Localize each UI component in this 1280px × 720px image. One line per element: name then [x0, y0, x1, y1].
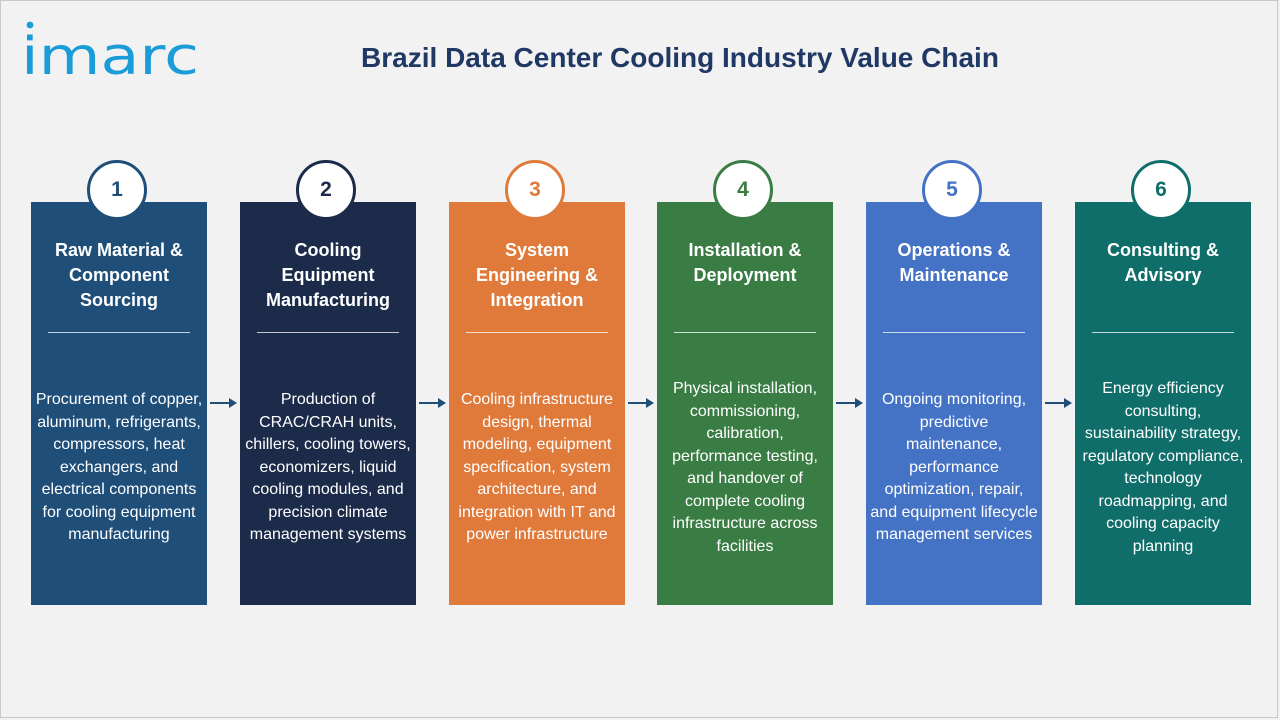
stage-divider	[674, 332, 816, 333]
stage-description-text: Ongoing monitoring, predictive maintenan…	[870, 391, 1038, 544]
stage-number-badge: 5	[922, 160, 982, 220]
stage-description-text: Energy efficiency consulting, sustainabi…	[1082, 380, 1244, 555]
stage-title: Consulting & Advisory	[1107, 240, 1219, 285]
stage-divider	[48, 332, 190, 333]
imarc-logo: imarc	[20, 18, 200, 80]
stage-description: Cooling infrastructure design, thermal m…	[453, 345, 621, 591]
stage-description-text: Production of CRAC/CRAH units, chillers,…	[245, 391, 411, 544]
flow-arrow-icon	[419, 397, 446, 409]
stage-description: Procurement of copper, aluminum, refrige…	[35, 345, 203, 591]
stage-divider	[466, 332, 608, 333]
stage-description-text: Physical installation, commissioning, ca…	[672, 380, 818, 555]
stage-divider	[257, 332, 399, 333]
stage-description: Production of CRAC/CRAH units, chillers,…	[244, 345, 412, 591]
logo-text: imarc	[21, 27, 199, 80]
stage-title: System Engineering & Integration	[475, 240, 598, 310]
stage-description: Physical installation, commissioning, ca…	[661, 345, 829, 591]
stage-description-text: Cooling infrastructure design, thermal m…	[458, 391, 616, 544]
flow-arrow-icon	[210, 397, 237, 409]
flow-arrow-icon	[1045, 397, 1072, 409]
stage-number-badge: 6	[1131, 160, 1191, 220]
flow-arrow-icon	[836, 397, 863, 409]
stage-description: Energy efficiency consulting, sustainabi…	[1079, 345, 1247, 591]
stage-description: Ongoing monitoring, predictive maintenan…	[870, 345, 1038, 591]
stage-title: Installation & Deployment	[688, 240, 802, 285]
page-title: Brazil Data Center Cooling Industry Valu…	[361, 42, 999, 73]
stage-number-badge: 2	[296, 160, 356, 220]
stage-description-text: Procurement of copper, aluminum, refrige…	[35, 391, 203, 544]
stage-divider	[883, 332, 1025, 333]
stage-number-badge: 3	[505, 160, 565, 220]
stage-divider	[1092, 332, 1234, 333]
stage-number-badge: 1	[87, 160, 147, 220]
stage-title: Cooling Equipment Manufacturing	[266, 240, 390, 310]
flow-arrow-icon	[628, 397, 654, 409]
stage-title: Operations & Maintenance	[897, 240, 1011, 285]
stage-title: Raw Material & Component Sourcing	[54, 240, 184, 310]
stage-number-badge: 4	[713, 160, 773, 220]
